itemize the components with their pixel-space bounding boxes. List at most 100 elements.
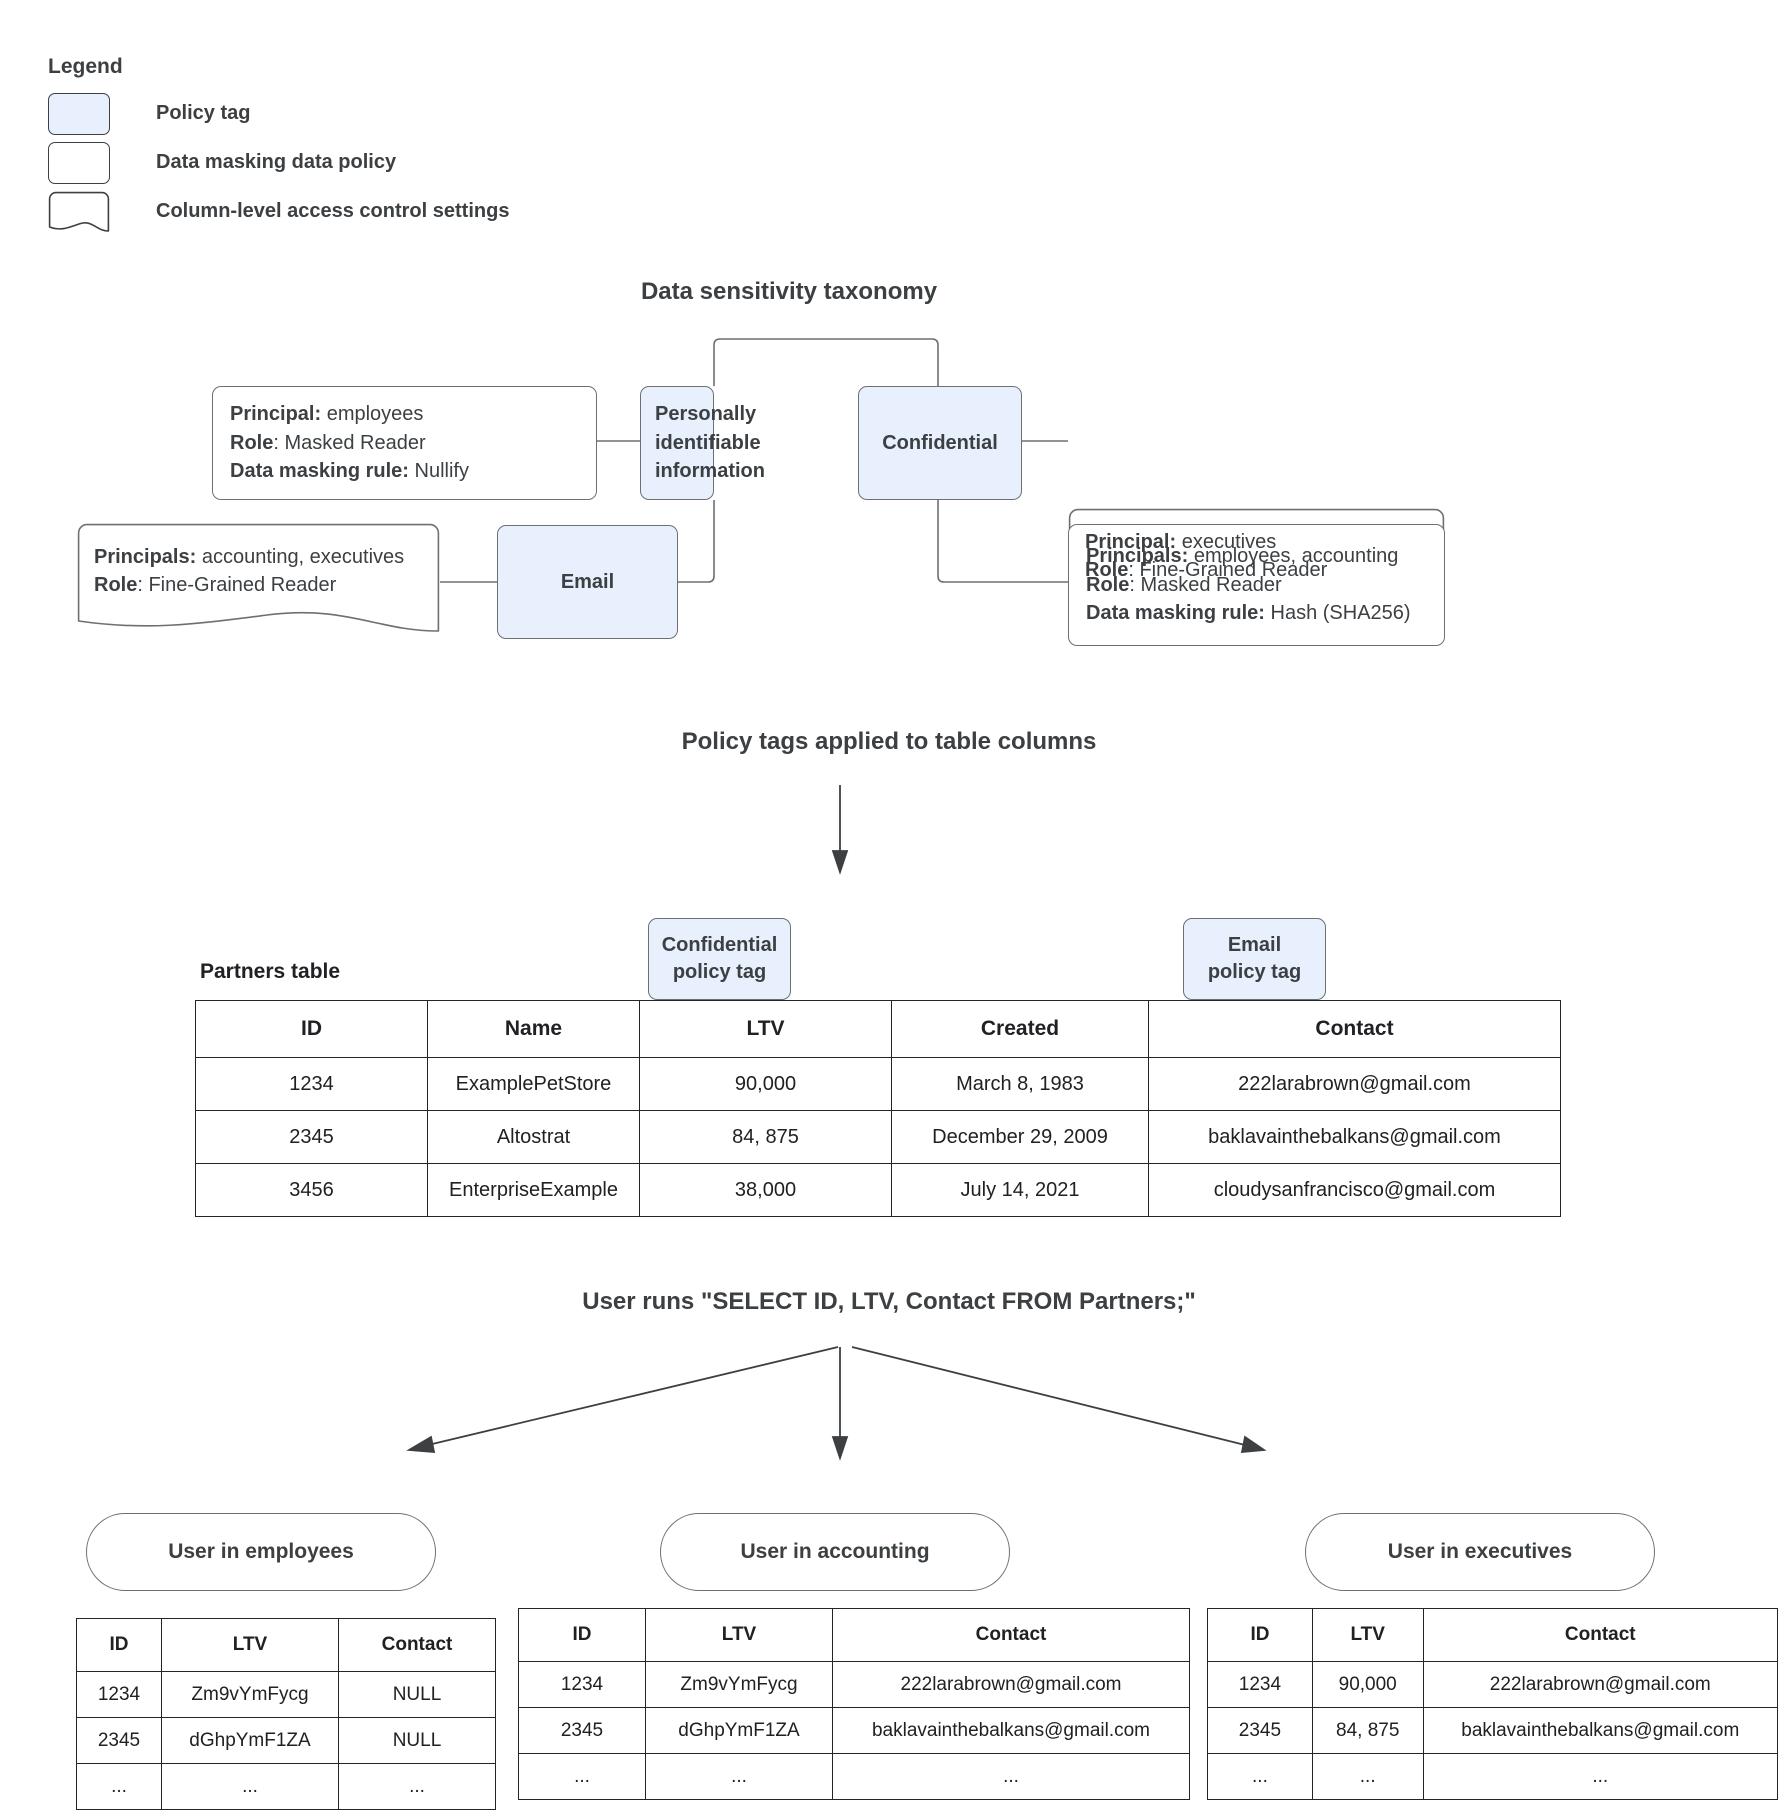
policy-card-key: Role	[230, 431, 274, 454]
access-card-email[interactable]: Principals: accounting, executives Role:…	[77, 523, 440, 645]
cell-contact: NULL	[338, 1671, 496, 1718]
policy-card-value: : Masked Reader	[1129, 573, 1282, 596]
table-row: ... ... ...	[76, 1763, 496, 1810]
column-header: Contact	[1422, 1608, 1778, 1662]
cell-contact: cloudysanfrancisco@gmail.com	[1148, 1163, 1561, 1217]
cell-id: 2345	[1207, 1707, 1313, 1754]
query-section-title: User runs "SELECT ID, LTV, Contact FROM …	[582, 1288, 1196, 1315]
column-header: Name	[427, 1000, 640, 1058]
cell-ltv: Zm9vYmFycg	[161, 1671, 339, 1718]
cell-ltv: 84, 875	[639, 1110, 892, 1164]
partners-table-wrapper: ID Name LTV Created Contact 1234 Example…	[195, 1000, 1561, 1217]
policy-card-key: Role	[1085, 559, 1129, 582]
policy-card-key: Principal:	[1085, 531, 1177, 553]
column-header: ID	[76, 1618, 162, 1672]
result-table-executives: ID LTV Contact 1234 90,000 222larabrown@…	[1207, 1608, 1778, 1800]
column-header: ID	[1207, 1608, 1313, 1662]
table-row: 1234 90,000 222larabrown@gmail.com	[1207, 1661, 1778, 1708]
cell-contact: 222larabrown@gmail.com	[1422, 1661, 1778, 1708]
cell-id: 1234	[1207, 1661, 1313, 1708]
policy-card-value: Nullify	[408, 460, 469, 483]
cell-ltv: ...	[161, 1763, 339, 1810]
cell-contact: baklavainthebalkans@gmail.com	[1422, 1707, 1778, 1754]
column-header: LTV	[645, 1608, 833, 1662]
table-header-row: ID LTV Contact	[76, 1618, 496, 1672]
cell-contact: ...	[832, 1753, 1190, 1800]
persona-executives[interactable]: User in executives	[1305, 1513, 1655, 1591]
cell-contact: baklavainthebalkans@gmail.com	[832, 1707, 1190, 1754]
taxonomy-section-title: Data sensitivity taxonomy	[640, 278, 938, 305]
column-header: LTV	[1311, 1608, 1424, 1662]
table-row: 2345 dGhpYmF1ZA baklavainthebalkans@gmai…	[518, 1707, 1190, 1754]
table-row: 3456 EnterpriseExample 38,000 July 14, 2…	[195, 1163, 1561, 1217]
policy-card-key: Principals:	[94, 546, 197, 568]
policy-card-value: employees	[321, 403, 424, 426]
policy-card-value: : Fine-Grained Reader	[1128, 559, 1328, 582]
policy-card-value: Hash (SHA256)	[1264, 602, 1411, 625]
policy-card-key: Role	[94, 574, 138, 597]
partners-table: ID Name LTV Created Contact 1234 Example…	[195, 1000, 1561, 1217]
legend-item-column-access: Column-level access control settings	[48, 187, 668, 236]
legend-item-label: Data masking data policy	[156, 151, 397, 173]
callout-line-2: policy tag	[672, 961, 767, 983]
legend-item-label: Column-level access control settings	[156, 200, 510, 222]
cell-id: 1234	[518, 1661, 646, 1708]
column-header: ID	[518, 1608, 646, 1662]
policy-card-key: Data masking rule:	[1086, 602, 1265, 625]
result-table-wrapper-employees: ID LTV Contact 1234 Zm9vYmFycg NULL 2345…	[76, 1618, 496, 1810]
legend-item-label: Policy tag	[156, 102, 251, 124]
cell-ltv: Zm9vYmFycg	[645, 1661, 833, 1708]
table-row: 1234 Zm9vYmFycg 222larabrown@gmail.com	[518, 1661, 1190, 1708]
cell-ltv: 90,000	[639, 1057, 892, 1111]
cell-id: 3456	[195, 1163, 428, 1217]
policy-tag-swatch	[48, 92, 110, 135]
policy-tag-node-confidential[interactable]: Confidential	[858, 386, 1022, 500]
cell-ltv: ...	[1311, 1753, 1424, 1800]
column-header: LTV	[639, 1000, 892, 1058]
table-row: 2345 84, 875 baklavainthebalkans@gmail.c…	[1207, 1707, 1778, 1754]
table-header-row: ID LTV Contact	[1207, 1608, 1778, 1662]
table-header-row: ID Name LTV Created Contact	[195, 1000, 1561, 1058]
cell-id: ...	[1207, 1753, 1313, 1800]
cell-contact: 222larabrown@gmail.com	[1148, 1057, 1561, 1111]
cell-name: EnterpriseExample	[427, 1163, 640, 1217]
column-header: Contact	[1148, 1000, 1561, 1058]
cell-ltv: ...	[645, 1753, 833, 1800]
legend: Legend Policy tag Data masking data poli…	[48, 55, 668, 236]
policy-card-key: Data masking rule:	[230, 460, 409, 483]
persona-employees[interactable]: User in employees	[86, 1513, 436, 1591]
policy-card-confidential-masking[interactable]: Principals: employees, accounting Role: …	[1068, 524, 1445, 646]
policy-card-key: Principal:	[230, 403, 322, 426]
cell-ltv: 84, 875	[1311, 1707, 1424, 1754]
cell-id: 1234	[76, 1671, 162, 1718]
result-table-wrapper-accounting: ID LTV Contact 1234 Zm9vYmFycg 222larabr…	[518, 1608, 1190, 1800]
policy-card-value: : Fine-Grained Reader	[137, 574, 337, 597]
result-table-accounting: ID LTV Contact 1234 Zm9vYmFycg 222larabr…	[518, 1608, 1190, 1800]
cell-name: Altostrat	[427, 1110, 640, 1164]
policy-tag-node-pii[interactable]: Personally identifiable information	[640, 386, 765, 500]
policy-card-value: : Masked Reader	[273, 431, 426, 454]
policy-card-key: Principals:	[1086, 545, 1189, 568]
partners-table-label: Partners table	[200, 960, 341, 983]
policy-tag-node-email[interactable]: Email	[497, 525, 678, 639]
table-row: 1234 ExamplePetStore 90,000 March 8, 198…	[195, 1057, 1561, 1111]
table-row: 2345 dGhpYmF1ZA NULL	[76, 1717, 496, 1764]
cell-id: ...	[518, 1753, 646, 1800]
column-header: ID	[195, 1000, 428, 1058]
cell-id: 2345	[76, 1717, 162, 1764]
cell-created: July 14, 2021	[891, 1163, 1149, 1217]
policy-tag-callout-email[interactable]: Email policy tag	[1183, 918, 1326, 1000]
cell-id: ...	[76, 1763, 162, 1810]
policy-tag-callout-confidential[interactable]: Confidential policy tag	[648, 918, 791, 1000]
policy-card-value: employees, accounting	[1188, 545, 1399, 568]
cell-contact: baklavainthebalkans@gmail.com	[1148, 1110, 1561, 1164]
policy-card-value: executives	[1176, 531, 1277, 553]
cell-ltv: 90,000	[1311, 1661, 1424, 1708]
persona-accounting[interactable]: User in accounting	[660, 1513, 1010, 1591]
data-masking-swatch	[48, 141, 110, 184]
legend-title: Legend	[48, 55, 123, 78]
callout-line-1: Confidential	[661, 934, 778, 956]
column-header: Contact	[832, 1608, 1190, 1662]
policy-card-pii-masking[interactable]: Principal: employees Role: Masked Reader…	[212, 386, 597, 500]
table-row: ... ... ...	[518, 1753, 1190, 1800]
